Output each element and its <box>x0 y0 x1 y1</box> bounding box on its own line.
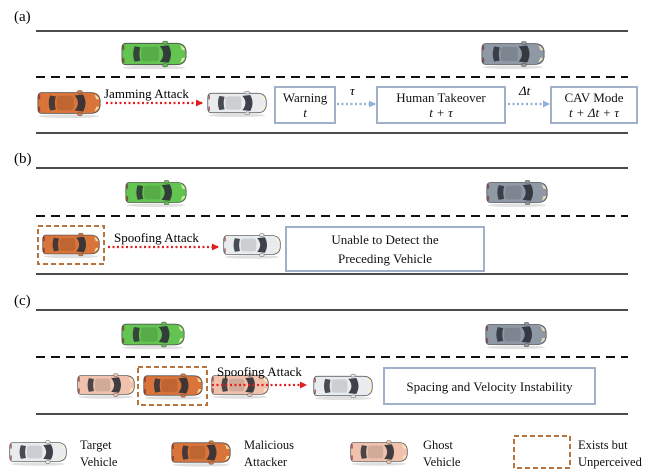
legend-attacker-line1: Malicious <box>244 438 294 452</box>
warning-title: Warning <box>282 90 328 105</box>
cav-mode-box: CAV Mode t + Δt + τ <box>550 86 638 124</box>
delta-t-label: Δt <box>518 83 531 98</box>
unperceived-dashed-box <box>37 225 105 265</box>
target-vehicle-icon <box>207 90 267 117</box>
green-vehicle-icon <box>121 321 185 349</box>
unable-to-detect-line2: Preceding Vehicle <box>338 251 432 266</box>
target-vehicle-icon <box>313 373 373 400</box>
panel-b: (b) Spoofing Attack <box>14 151 628 275</box>
ghost-vehicle-icon <box>350 440 408 466</box>
unperceived-dashed-box <box>137 366 208 406</box>
instability-box: Spacing and Velocity Instability <box>383 367 596 405</box>
jamming-attack-label: Jamming Attack <box>104 86 189 101</box>
legend-attacker-text: Malicious Attacker <box>244 437 294 471</box>
gray-vehicle-icon <box>481 41 545 69</box>
legend-target-line1: Target <box>80 438 112 452</box>
malicious-attacker-icon <box>143 373 203 400</box>
panel-a-label: (a) <box>14 9 31 25</box>
legend-unperceived-line2: Unperceived <box>578 455 642 469</box>
panel-c-label: (c) <box>14 293 31 309</box>
legend-target-text: Target Vehicle <box>80 437 117 471</box>
warning-time: t <box>303 105 307 120</box>
dashed-box-icon <box>513 435 571 469</box>
malicious-attacker-icon <box>171 440 231 467</box>
legend-unperceived-text: Exists but Unperceived <box>578 437 642 471</box>
tau-label: τ <box>350 83 356 98</box>
panel-c: (c) Spoofing Attack <box>14 293 628 415</box>
malicious-attacker-icon <box>42 232 100 259</box>
gray-vehicle-icon <box>485 321 547 349</box>
legend-unperceived-line1: Exists but <box>578 438 628 452</box>
target-vehicle-icon <box>223 233 281 259</box>
legend-ghost-line1: Ghost <box>423 438 453 452</box>
legend-target-line2: Vehicle <box>80 455 118 469</box>
human-takeover-box: Human Takeover t + τ <box>376 86 506 124</box>
legend-ghost-text: Ghost Vehicle <box>423 437 460 471</box>
unable-to-detect-box: Unable to Detect the Preceding Vehicle <box>285 226 485 272</box>
panel-a: (a) Jamming Attack τ Δt <box>14 9 628 134</box>
gray-vehicle-icon <box>486 179 548 207</box>
green-vehicle-icon <box>121 40 187 69</box>
legend <box>9 435 571 469</box>
malicious-attacker-icon <box>37 90 101 118</box>
human-takeover-title: Human Takeover <box>396 90 486 105</box>
spoofing-attack-label-b: Spoofing Attack <box>114 230 199 245</box>
spoofing-attack-label-c: Spoofing Attack <box>217 364 302 379</box>
cav-mode-title: CAV Mode <box>564 90 624 105</box>
panel-b-label: (b) <box>14 151 32 167</box>
unable-to-detect-line1: Unable to Detect the <box>331 232 439 247</box>
instability-text: Spacing and Velocity Instability <box>406 378 573 394</box>
ghost-vehicle-icon <box>77 373 135 399</box>
target-vehicle-icon <box>9 440 67 466</box>
cav-mode-time: t + Δt + τ <box>568 105 620 120</box>
human-takeover-time: t + τ <box>429 105 453 120</box>
legend-attacker-line2: Attacker <box>244 455 288 469</box>
warning-box: Warning t <box>274 86 336 124</box>
green-vehicle-icon <box>125 179 187 207</box>
legend-ghost-line2: Vehicle <box>423 455 461 469</box>
